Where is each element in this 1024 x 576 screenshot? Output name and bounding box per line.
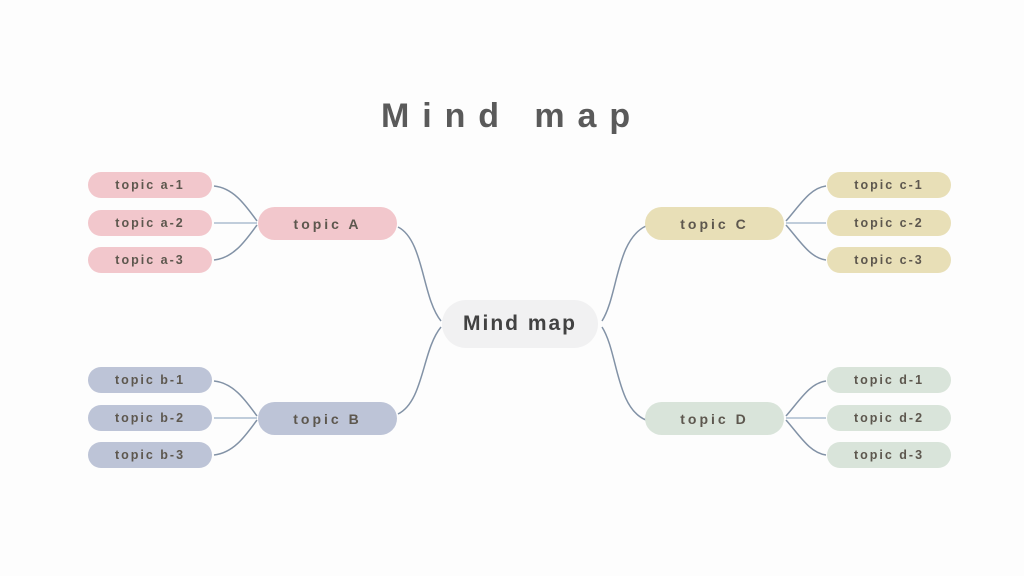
connector-b1 — [213, 380, 258, 417]
subtopic-a2-node: topic a-2 — [88, 210, 212, 236]
subtopic-c1-node: topic c-1 — [827, 172, 951, 198]
topic-a-node: topic A — [258, 207, 397, 240]
connector-a1 — [213, 185, 258, 222]
connector-c1 — [785, 185, 827, 222]
subtopic-c3-node: topic c-3 — [827, 247, 951, 273]
connector-d1 — [785, 380, 827, 417]
connector-a3 — [213, 224, 258, 261]
connector-c3 — [785, 224, 827, 261]
subtopic-a1-node: topic a-1 — [88, 172, 212, 198]
topic-c-node: topic C — [645, 207, 784, 240]
topic-d-node: topic D — [645, 402, 784, 435]
subtopic-a3-node: topic a-3 — [88, 247, 212, 273]
subtopic-b1-node: topic b-1 — [88, 367, 212, 393]
topic-b-node: topic B — [258, 402, 397, 435]
center-node: Mind map — [442, 300, 598, 348]
connector-topic-a-center — [397, 226, 442, 322]
connector-center-topic-c — [601, 225, 647, 322]
connector-b3 — [213, 419, 258, 456]
connector-d3 — [785, 419, 827, 456]
subtopic-b2-node: topic b-2 — [88, 405, 212, 431]
subtopic-c2-node: topic c-2 — [827, 210, 951, 236]
page-title: Mind map — [380, 97, 644, 135]
connector-center-topic-d — [601, 326, 647, 421]
subtopic-b3-node: topic b-3 — [88, 442, 212, 468]
subtopic-d2-node: topic d-2 — [827, 405, 951, 431]
subtopic-d1-node: topic d-1 — [827, 367, 951, 393]
subtopic-d3-node: topic d-3 — [827, 442, 951, 468]
connector-topic-b-center — [397, 326, 442, 415]
